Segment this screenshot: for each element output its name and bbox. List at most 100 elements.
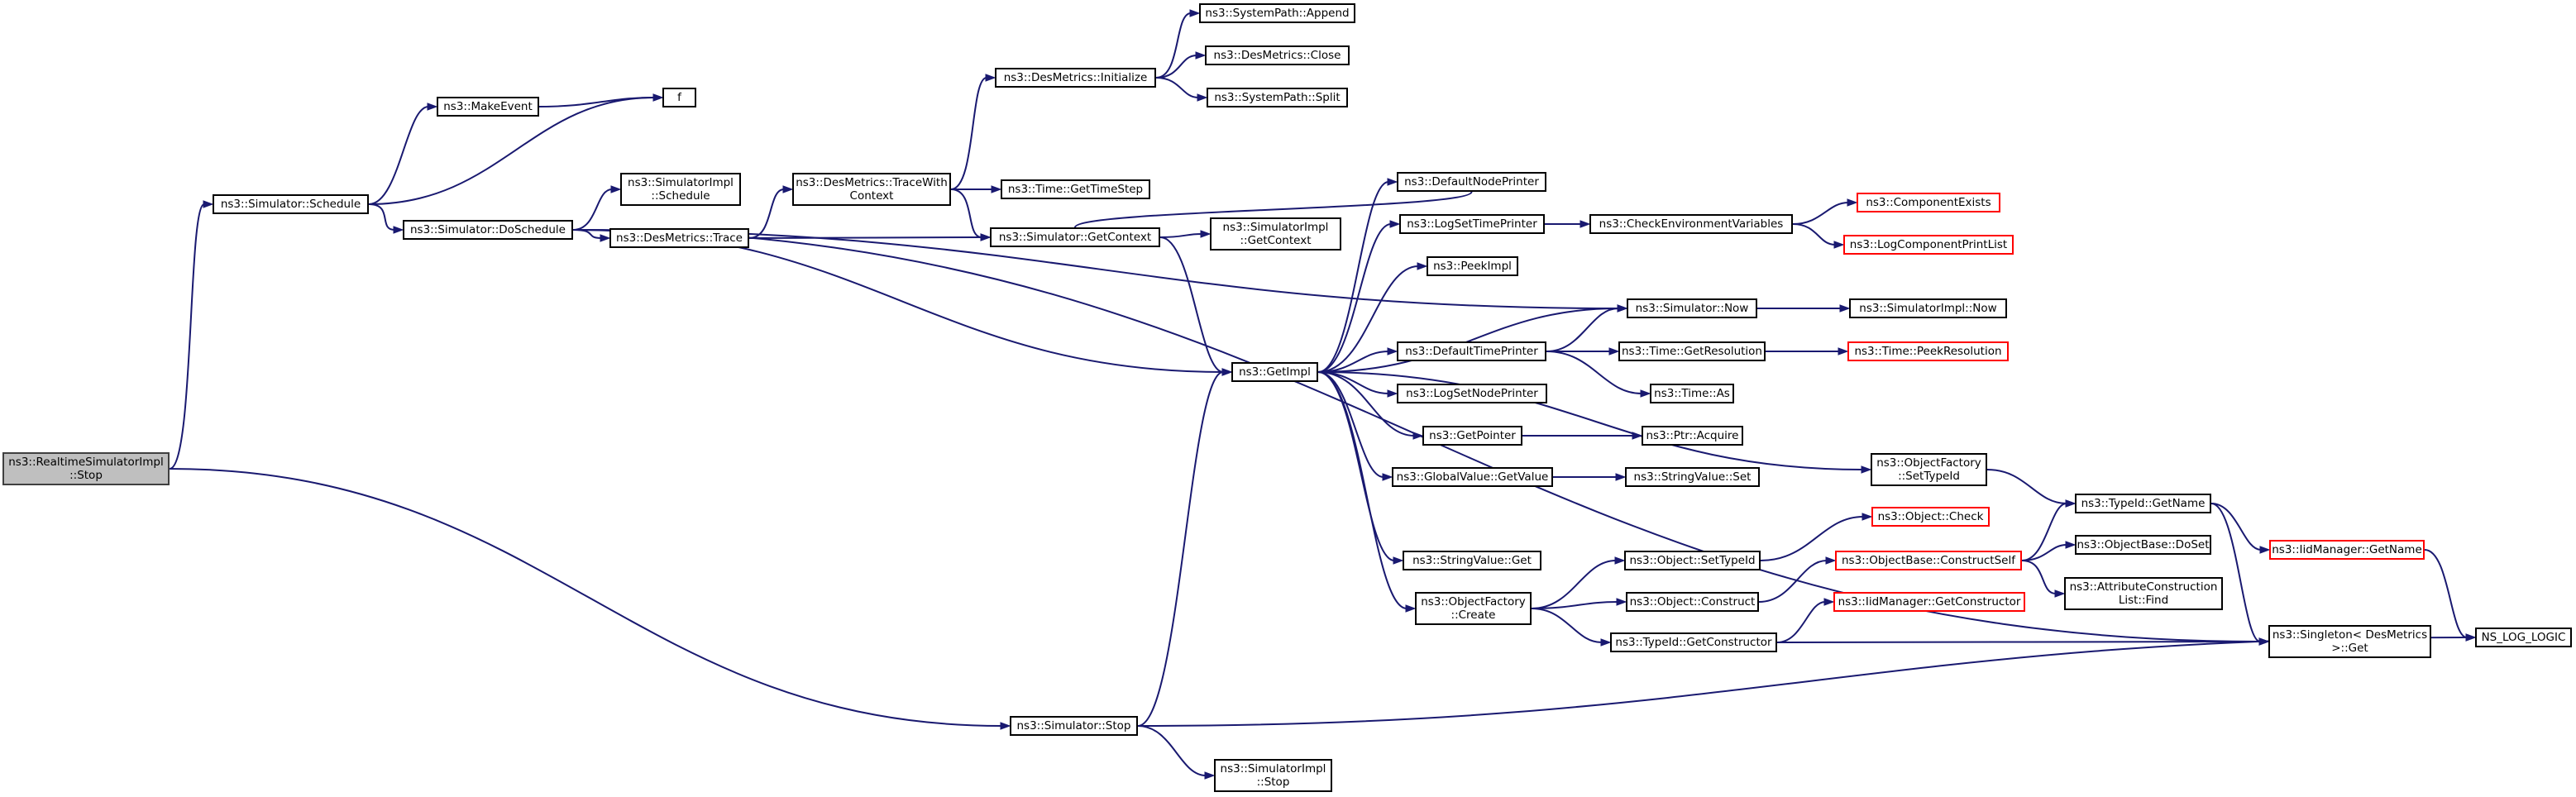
node-systempath-split[interactable]: ns3::SystemPath::Split <box>1207 88 1348 107</box>
edge-desm_init-to-syspath_split <box>1155 77 1199 98</box>
node-simulator-stop[interactable]: ns3::Simulator::Stop <box>1010 716 1138 736</box>
edge-getimpl-to-sim_now <box>1317 308 1619 373</box>
node-time-getresolution[interactable]: ns3::Time::GetResolution <box>1618 341 1766 361</box>
edge-sim_getcontext-to-getimpl <box>1159 236 1224 373</box>
node-simulatorimpl-stop[interactable]: ns3::SimulatorImpl ::Stop <box>1214 759 1332 792</box>
node-time-gettimestep[interactable]: ns3::Time::GetTimeStep <box>1001 179 1150 199</box>
edge-object_construct-to-objbase_constructself <box>1758 560 1828 603</box>
edge-getimpl-to-objfactory_create <box>1317 371 1407 609</box>
node-desmetrics-close[interactable]: ns3::DesMetrics::Close <box>1205 45 1350 65</box>
node-object-construct[interactable]: ns3::Object::Construct <box>1626 592 1759 612</box>
arrowhead-globalvalue_getvalue-to-stringvalue_set <box>1615 473 1627 481</box>
arrowhead-sim_schedule-to-make_event <box>427 103 438 111</box>
edge-sim_schedule-to-do_schedule <box>368 203 395 231</box>
edge-sim_getcontext-to-simimpl_getcontext <box>1159 233 1202 238</box>
arrowhead-typeid_getname-to-iidmanager_getname <box>2259 546 2271 554</box>
node-f[interactable]: f <box>662 88 696 107</box>
node-simulator-schedule[interactable]: ns3::Simulator::Schedule <box>213 194 369 214</box>
arrowhead-log_set_time_printer-to-check_env_vars <box>1580 220 1591 228</box>
arrowhead-objfactory_create-to-object_settypeid <box>1614 556 1626 565</box>
node-iidmanager-getconstructor[interactable]: ns3::IidManager::GetConstructor <box>1833 592 2025 612</box>
arrowhead-getimpl-to-stringvalue_get <box>1393 556 1404 565</box>
edge-objfactory_settypeid-to-typeid_getname <box>1986 469 2067 504</box>
node-stringvalue-get[interactable]: ns3::StringValue::Get <box>1403 551 1541 570</box>
arrowhead-desm_init-to-syspath_append <box>1189 9 1201 17</box>
node-ns-log-logic[interactable]: NS_LOG_LOGIC <box>2475 628 2572 647</box>
edge-desm_init-to-syspath_append <box>1155 12 1192 79</box>
edge-getimpl-to-default_node_printer <box>1317 181 1389 373</box>
edge-default_time_printer-to-time_as <box>1546 351 1642 394</box>
node-singleton-desmetrics-get[interactable]: ns3::Singleton< DesMetrics >::Get <box>2268 625 2431 658</box>
edge-objfactory_create-to-object_construct <box>1531 601 1618 609</box>
arrowhead-sim_getcontext-to-simimpl_getcontext <box>1200 230 1212 238</box>
node-ptr-acquire[interactable]: ns3::Ptr::Acquire <box>1642 426 1743 446</box>
node-log-component-print-list[interactable]: ns3::LogComponentPrintList <box>1843 235 2014 255</box>
edge-typeid_getname-to-iidmanager_getname <box>2210 503 2262 551</box>
node-object-settypeid[interactable]: ns3::Object::SetTypeId <box>1624 551 1761 570</box>
node-simulatorimpl-getcontext[interactable]: ns3::SimulatorImpl ::GetContext <box>1210 217 1341 251</box>
node-check-environment-variables[interactable]: ns3::CheckEnvironmentVariables <box>1589 214 1793 234</box>
node-simulator-getcontext[interactable]: ns3::Simulator::GetContext <box>990 227 1160 247</box>
arrowhead-desm_init-to-desm_close <box>1195 51 1207 60</box>
node-object-check[interactable]: ns3::Object::Check <box>1871 507 1990 527</box>
edge-sim_schedule-to-make_event <box>368 106 429 205</box>
edge-objbase_constructself-to-typeid_getname <box>2021 503 2067 561</box>
node-default-time-printer[interactable]: ns3::DefaultTimePrinter <box>1397 341 1546 361</box>
arrowhead-getimpl-to-log_set_node_printer <box>1387 389 1398 398</box>
edge-sim_stop-to-ns_log_logic <box>1137 637 2468 727</box>
node-simulator-now[interactable]: ns3::Simulator::Now <box>1627 298 1757 318</box>
node-attributeconstruction-list-find[interactable]: ns3::AttributeConstruction List::Find <box>2064 577 2223 610</box>
node-peekimpl[interactable]: ns3::PeekImpl <box>1427 256 1518 276</box>
node-getpointer[interactable]: ns3::GetPointer <box>1422 426 1522 446</box>
arrowhead-make_event-to-f <box>652 93 664 102</box>
node-simulator-doschedule[interactable]: ns3::Simulator::DoSchedule <box>403 220 573 240</box>
arrowhead-getimpl-to-globalvalue_getvalue <box>1382 473 1393 481</box>
arrowhead-typeid_getconstructor-to-iidmanager_getconstructor <box>1823 598 1835 606</box>
arrowhead-sim_stop-to-getimpl <box>1221 368 1233 376</box>
node-desmetrics-trace[interactable]: ns3::DesMetrics::Trace <box>609 228 749 248</box>
arrowhead-getimpl-to-objfactory_create <box>1405 604 1417 613</box>
node-desmetrics-initialize[interactable]: ns3::DesMetrics::Initialize <box>995 68 1156 88</box>
arrowhead-sim_stop-to-ns_log_logic <box>2465 633 2477 642</box>
node-simulatorimpl-now[interactable]: ns3::SimulatorImpl::Now <box>1849 298 2007 318</box>
node-getimpl[interactable]: ns3::GetImpl <box>1231 362 1318 382</box>
arrowhead-sim_stop-to-simimpl_stop <box>1204 771 1216 780</box>
arrowhead-object_construct-to-objbase_constructself <box>1825 556 1837 565</box>
node-desmetrics-tracewithcontext[interactable]: ns3::DesMetrics::TraceWith Context <box>792 173 951 206</box>
node-log-set-time-printer[interactable]: ns3::LogSetTimePrinter <box>1399 214 1545 234</box>
node-objectbase-doset[interactable]: ns3::ObjectBase::DoSet <box>2075 535 2211 555</box>
edge-typeid_getconstructor-to-iidmanager_getconstructor <box>1776 601 1826 643</box>
node-objectfactory-settypeid[interactable]: ns3::ObjectFactory ::SetTypeId <box>1871 453 1987 486</box>
edge-default_node_printer-to-sim_getcontext <box>1074 191 1473 228</box>
node-simulatorimpl-schedule[interactable]: ns3::SimulatorImpl ::Schedule <box>620 173 741 206</box>
edge-desm_init-to-desm_close <box>1155 55 1197 79</box>
arrowhead-object_settypeid-to-object_check <box>1862 513 1873 521</box>
node-objectbase-constructself[interactable]: ns3::ObjectBase::ConstructSelf <box>1835 551 2022 570</box>
node-objectfactory-create[interactable]: ns3::ObjectFactory ::Create <box>1415 592 1532 625</box>
node-component-exists[interactable]: ns3::ComponentExists <box>1857 193 2000 212</box>
node-systempath-append[interactable]: ns3::SystemPath::Append <box>1199 3 1355 23</box>
node-stringvalue-set[interactable]: ns3::StringValue::Set <box>1625 467 1760 487</box>
arrowhead-check_env_vars-to-log_component_print_list <box>1833 241 1845 249</box>
node-default-node-printer[interactable]: ns3::DefaultNodePrinter <box>1397 172 1546 192</box>
node-time-as[interactable]: ns3::Time::As <box>1650 384 1734 403</box>
edge-desm_tracewith-to-sim_getcontext <box>950 189 982 238</box>
edge-do_schedule-to-sim_now <box>572 229 1619 309</box>
edge-getimpl-to-objfactory_settypeid <box>1317 371 1863 470</box>
node-realtime-simulator-impl-stop: ns3::RealtimeSimulatorImpl ::Stop <box>2 452 170 485</box>
node-typeid-getname[interactable]: ns3::TypeId::GetName <box>2075 494 2211 513</box>
arrowhead-root-to-sim_stop <box>1000 722 1011 730</box>
node-typeid-getconstructor[interactable]: ns3::TypeId::GetConstructor <box>1610 632 1777 652</box>
node-globalvalue-getvalue[interactable]: ns3::GlobalValue::GetValue <box>1392 467 1553 487</box>
node-make-event[interactable]: ns3::MakeEvent <box>437 97 539 117</box>
edge-root-to-sim_stop <box>169 468 1002 727</box>
arrowhead-objfactory_create-to-typeid_getconstructor <box>1600 638 1612 647</box>
arrowhead-desm_tracewith-to-time_gettimestep <box>991 185 1002 193</box>
edge-default_time_printer-to-sim_now <box>1546 308 1619 352</box>
edge-sim_stop-to-getimpl <box>1137 371 1224 727</box>
arrowhead-default_time_printer-to-time_as <box>1640 389 1651 398</box>
node-iidmanager-getname[interactable]: ns3::IidManager::GetName <box>2269 540 2425 560</box>
edge-do_schedule-to-simimpl_schedule <box>572 189 613 231</box>
node-time-peekresolution[interactable]: ns3::Time::PeekResolution <box>1847 341 2009 361</box>
node-log-set-node-printer[interactable]: ns3::LogSetNodePrinter <box>1397 384 1547 403</box>
